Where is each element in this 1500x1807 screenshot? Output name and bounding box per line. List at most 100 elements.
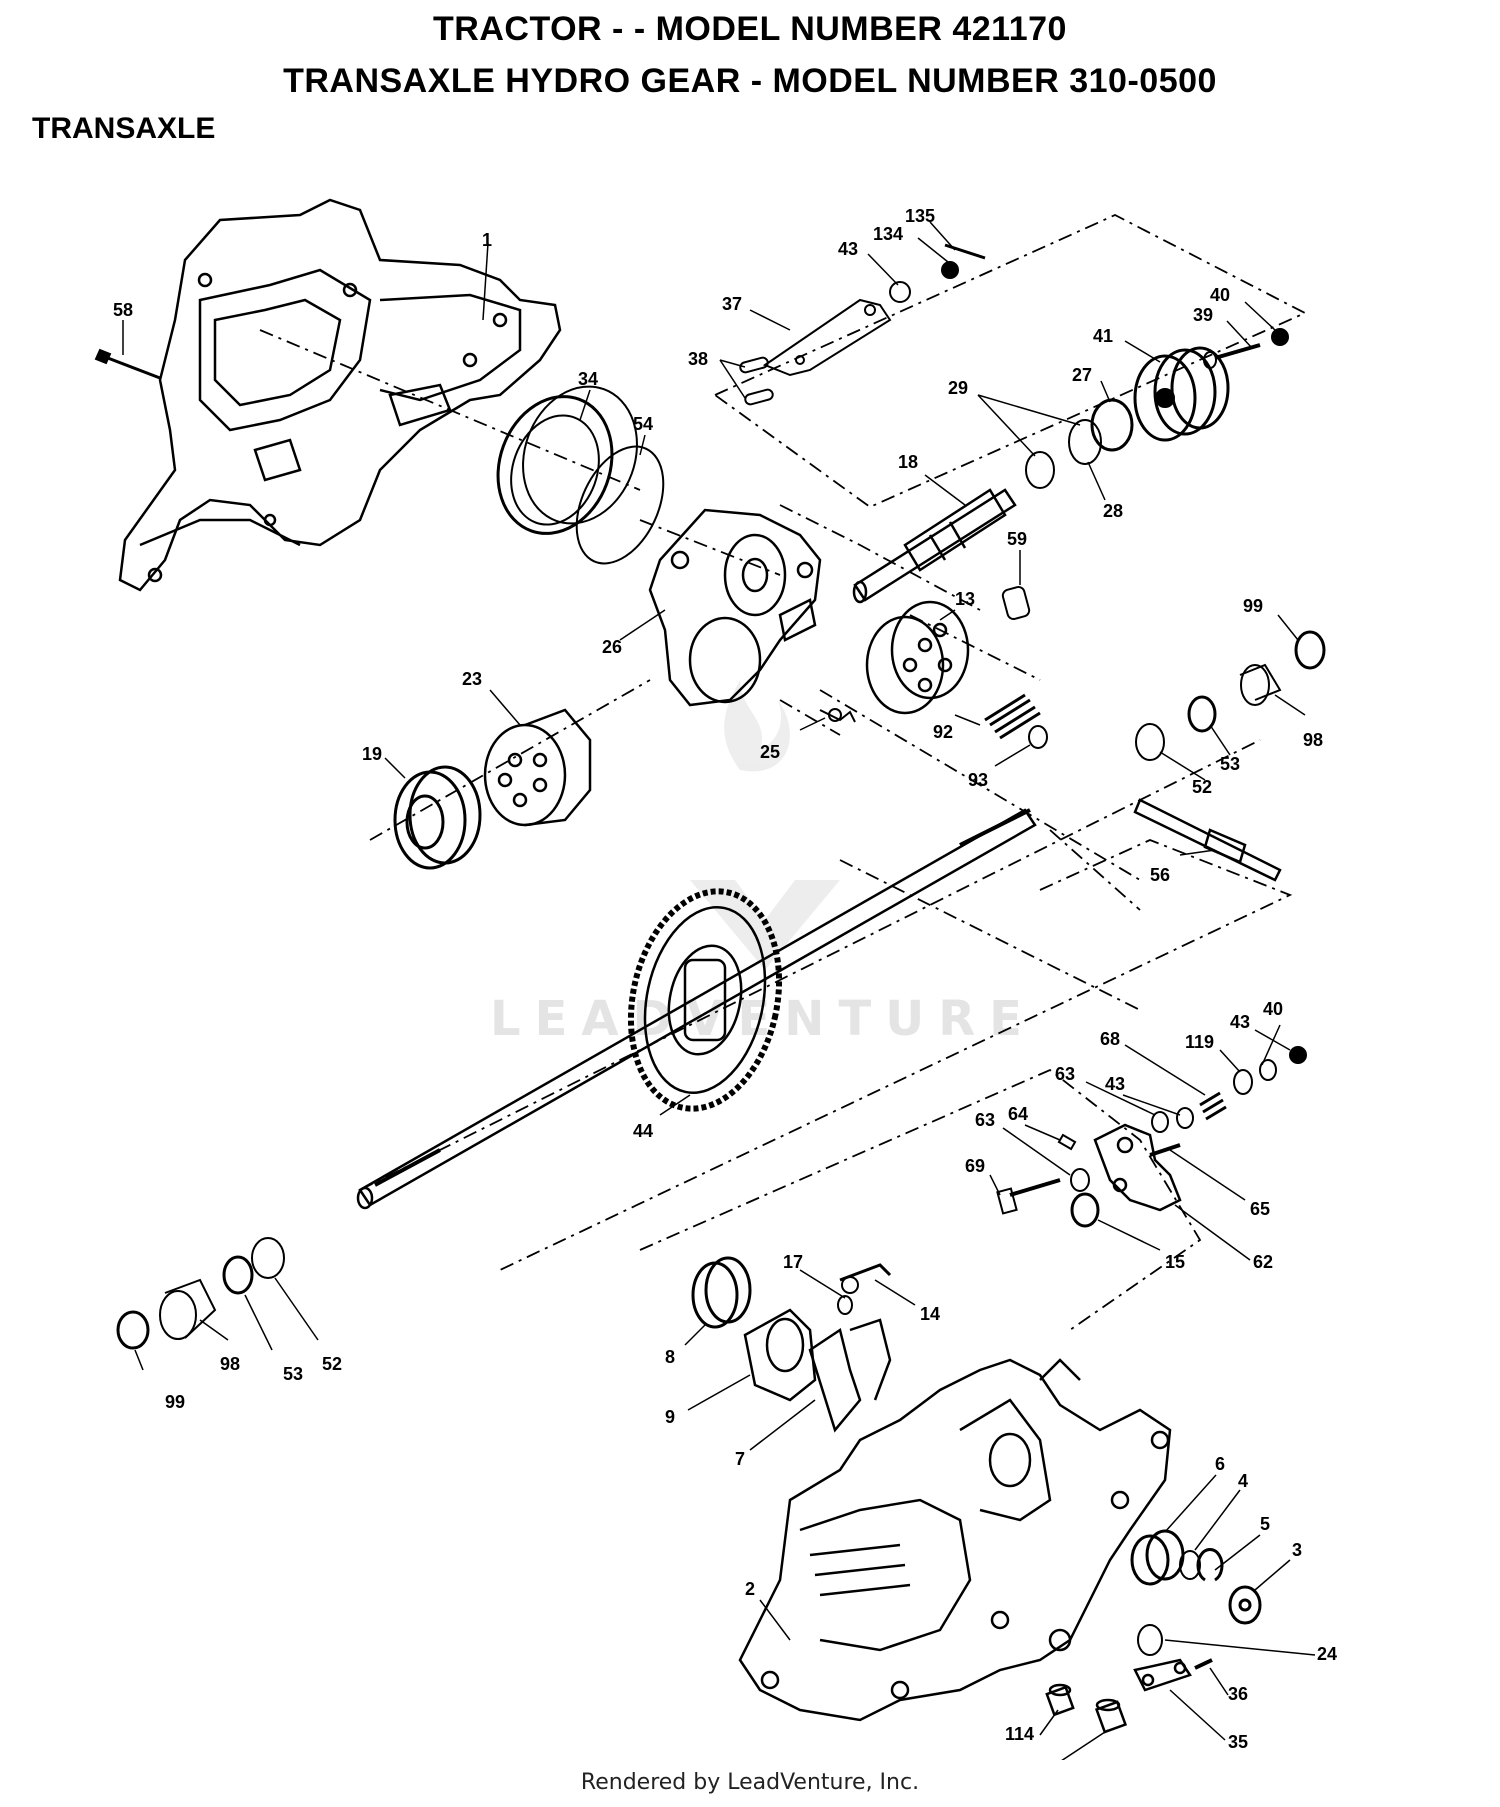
callout-13: 13: [955, 589, 975, 609]
center-section-part-26: [648, 508, 822, 707]
gear-part-9: [743, 1308, 817, 1402]
washer-part-93: [1028, 725, 1048, 749]
leadventure-watermark: LEADVENTURE: [490, 680, 1022, 1047]
washer-part-43: [889, 281, 911, 303]
callout-2: 2: [745, 1579, 755, 1599]
diagram-title-line1: TRACTOR - - MODEL NUMBER 421170: [433, 10, 1067, 48]
shaft-part-56: [1133, 798, 1282, 882]
spring-part-92: [984, 693, 1041, 740]
callout-41: 41: [1093, 326, 1113, 346]
callout-23: 23: [462, 669, 482, 689]
callout-44: 44: [633, 1121, 653, 1141]
washer-part-43-upper: [1259, 1059, 1277, 1081]
callout-26: 26: [602, 637, 622, 657]
callout-1: 1: [482, 230, 492, 250]
seal-part-34: [496, 385, 638, 535]
bushing-part-98-lower: [159, 1278, 217, 1340]
seal-part-99-upper: [1294, 630, 1326, 670]
callout-35: 35: [1228, 1732, 1248, 1752]
callout-93: 93: [968, 770, 988, 790]
callout-14: 14: [920, 1304, 940, 1324]
callout-40-lower: 40: [1263, 999, 1283, 1019]
shift-forks-part-7: [808, 1318, 892, 1433]
ring-part-17: [837, 1295, 853, 1315]
ring-gear-part-44: [627, 888, 783, 1112]
callout-135: 135: [905, 206, 935, 226]
callout-58: 58: [113, 300, 133, 320]
callout-17: 17: [783, 1252, 803, 1272]
ring-part-29: [1025, 451, 1055, 489]
pin-part-64: [1057, 1133, 1077, 1151]
exploded-parts-diagram: LEADVENTURE: [94, 198, 1337, 1760]
callout-24: 24: [1317, 1644, 1337, 1664]
callout-63-lower: 63: [975, 1110, 995, 1130]
washer-part-53-lower: [222, 1255, 254, 1295]
ring-part-28: [1068, 419, 1102, 465]
snap-ring-part-5: [1196, 1548, 1224, 1582]
callout-64: 64: [1008, 1104, 1028, 1124]
cylinder-block-part-13: [865, 600, 970, 715]
callout-5: 5: [1260, 1514, 1270, 1534]
callout-63-upper: 63: [1055, 1064, 1075, 1084]
left-housing-part-1: [118, 198, 562, 592]
bearing-part-15: [1070, 1192, 1100, 1228]
callout-15: 15: [1165, 1252, 1185, 1272]
callout-53-lower: 53: [283, 1364, 303, 1384]
bolt-part-65: [1149, 1143, 1181, 1157]
washer-part-52-lower: [251, 1237, 285, 1279]
washer-part-53-upper: [1187, 695, 1217, 733]
shaft-part-18: [852, 488, 1017, 604]
washer-part-63-lower: [1070, 1168, 1090, 1192]
callout-98-upper: 98: [1303, 730, 1323, 750]
callout-29: 29: [948, 378, 968, 398]
section-heading: TRANSAXLE: [32, 112, 216, 145]
callout-19: 19: [362, 744, 382, 764]
pins-part-38: [739, 356, 774, 406]
pin-part-135: [944, 243, 986, 260]
callout-56: 56: [1150, 865, 1170, 885]
washer-part-52-upper: [1135, 723, 1165, 761]
bearing-part-19: [393, 765, 482, 870]
nut-part-40: [1271, 328, 1289, 346]
callout-68: 68: [1100, 1029, 1120, 1049]
spacer-part-119: [1233, 1069, 1253, 1095]
bearing-part-6: [1130, 1529, 1185, 1586]
bracket-part-35: [1133, 1658, 1192, 1692]
bolt-part-58: [94, 348, 161, 380]
washer-part-63-upper: [1151, 1111, 1169, 1133]
callout-3: 3: [1292, 1540, 1302, 1560]
callout-43-top: 43: [838, 239, 858, 259]
washer-part-24: [1137, 1624, 1163, 1656]
bolt-head-part-69: [996, 1187, 1018, 1215]
callout-69: 69: [965, 1156, 985, 1176]
callout-40-top: 40: [1210, 285, 1230, 305]
screw-part-36: [1194, 1658, 1213, 1670]
bearing-part-27: [1090, 398, 1134, 452]
diagram-title-line2: TRANSAXLE HYDRO GEAR - MODEL NUMBER 310-…: [283, 62, 1217, 100]
callout-4: 4: [1238, 1471, 1248, 1491]
callout-8: 8: [665, 1347, 675, 1367]
callout-37: 37: [722, 294, 742, 314]
callout-113: 113: [1015, 1757, 1044, 1760]
fitting-part-114: [1045, 1683, 1075, 1717]
pulley-part-41: [1133, 346, 1230, 442]
washer-part-43-lower: [1176, 1107, 1194, 1129]
axle-shaft: [356, 808, 1037, 1210]
washer-part-4: [1179, 1550, 1201, 1580]
seal-part-99-lower: [116, 1310, 150, 1350]
callout-59: 59: [1007, 529, 1027, 549]
right-housing-part-2: [738, 1358, 1172, 1722]
bushing-part-98-upper: [1239, 663, 1282, 706]
callout-9: 9: [665, 1407, 675, 1427]
bracket-part-62: [1093, 1123, 1182, 1212]
callout-7: 7: [735, 1449, 745, 1469]
callout-25: 25: [760, 742, 780, 762]
callout-39: 39: [1193, 305, 1213, 325]
callout-54: 54: [633, 414, 653, 434]
fitting-part-113: [1094, 1698, 1128, 1734]
callout-92: 92: [933, 722, 953, 742]
callout-62: 62: [1253, 1252, 1273, 1272]
o-ring-part-54: [575, 445, 665, 565]
callout-65: 65: [1250, 1199, 1270, 1219]
callout-134: 134: [873, 224, 903, 244]
